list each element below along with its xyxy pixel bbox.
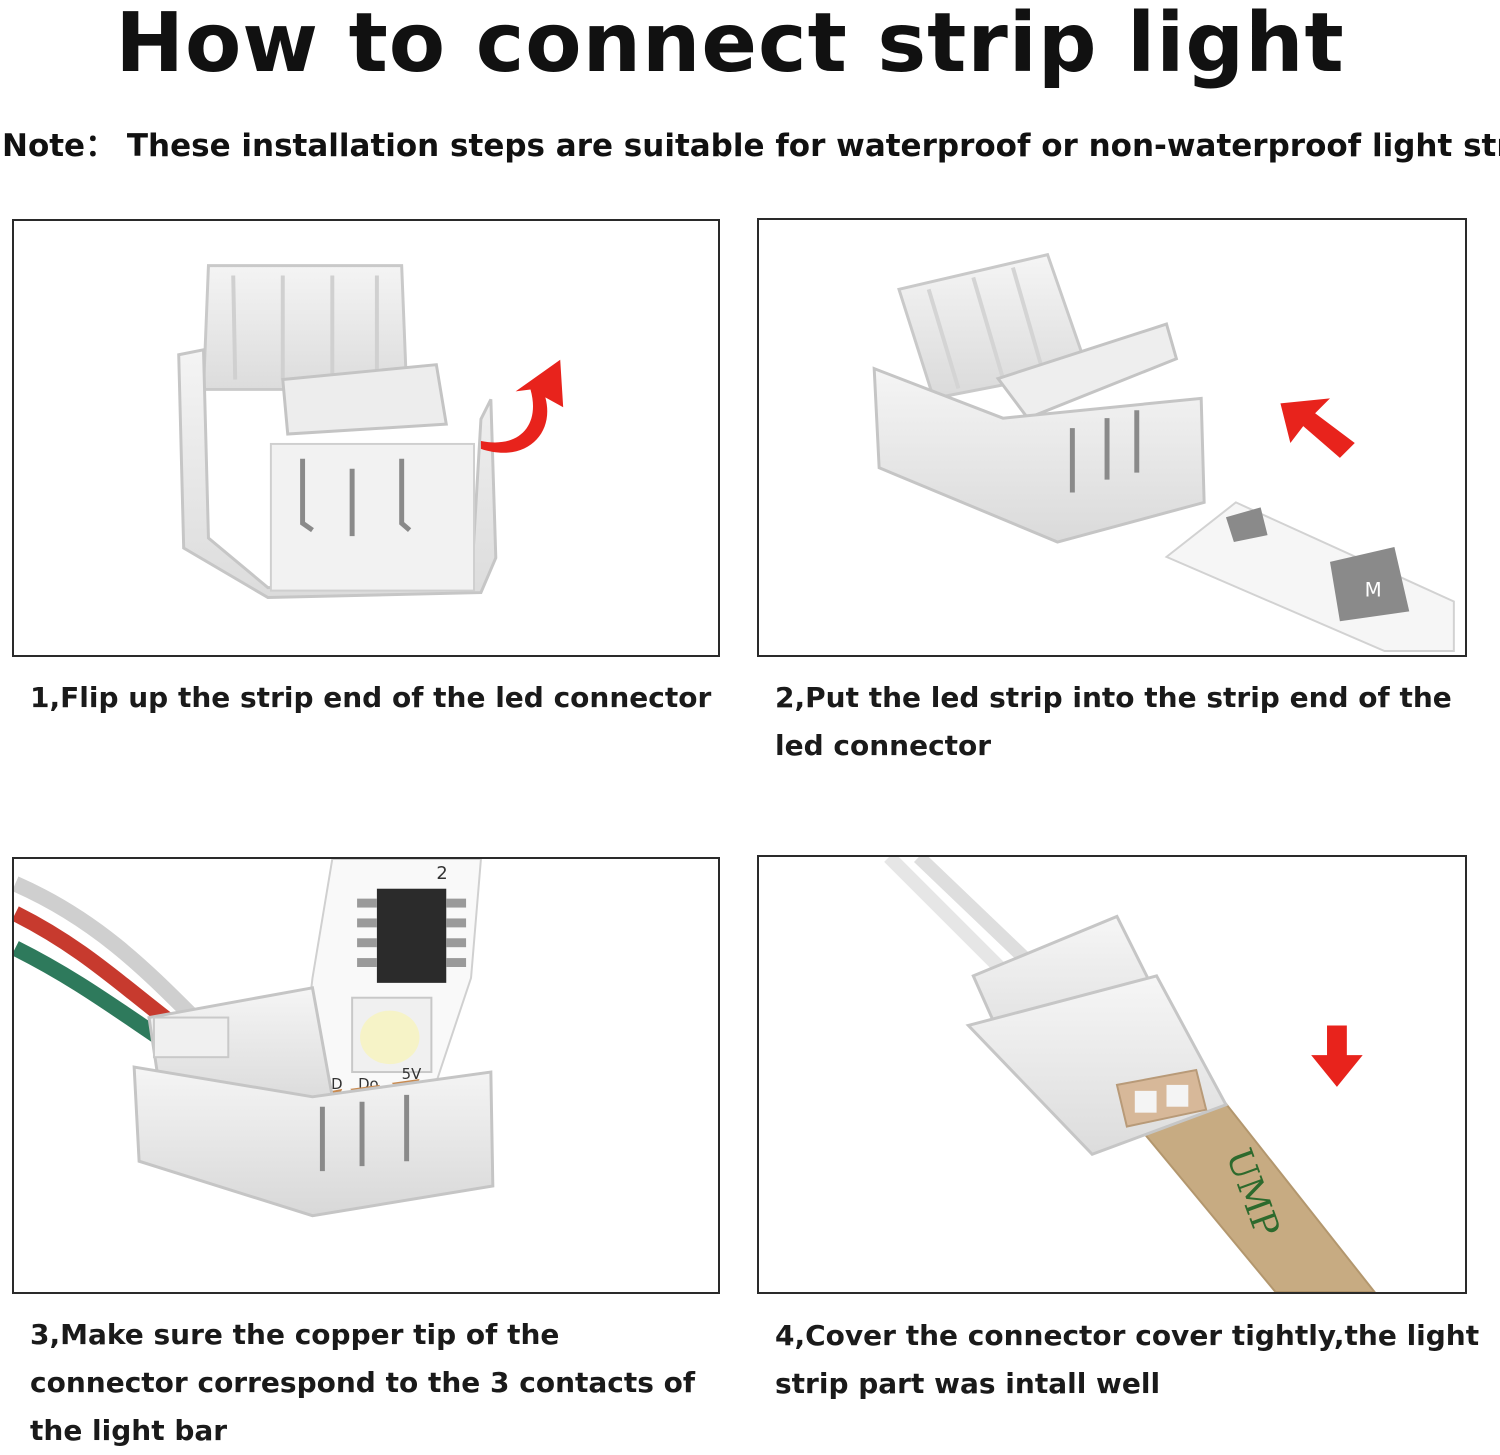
step-1-caption: 1,Flip up the strip end of the led conne… [30,681,712,714]
flip-up-arrow-icon [480,359,564,453]
step-1-photo [12,219,720,657]
step-2-photo: M [757,218,1467,657]
step-4-photo: UMP [757,855,1467,1294]
insert-arrow-icon [1280,398,1355,458]
step-2-caption: 2,Put the led strip into the strip end o… [775,681,1452,762]
copper-tip-illustration: 2 GND Do 5V [14,859,495,1218]
insert-strip-illustration: M [872,252,1455,653]
press-down-arrow-icon [1311,1025,1363,1087]
connector-open-illustration [177,264,564,600]
led-chip-icon [360,1010,420,1065]
page-title: How to connect strip light [115,0,1345,91]
step-4-caption: 4,Cover the connector cover tightly,the … [775,1319,1480,1400]
installation-note: Note： These installation steps are suita… [2,128,1500,164]
step-3-photo: 2 GND Do 5V [12,857,720,1294]
ic-chip-icon [376,888,447,983]
ic-label-text: 2 [436,863,447,884]
step-3-caption: 3,Make sure the copper tip of the connec… [30,1318,696,1447]
closed-connector-illustration: UMP [884,857,1376,1292]
strip-marking-text: M [1365,579,1382,602]
pad-label-5v: 5V [402,1065,422,1083]
